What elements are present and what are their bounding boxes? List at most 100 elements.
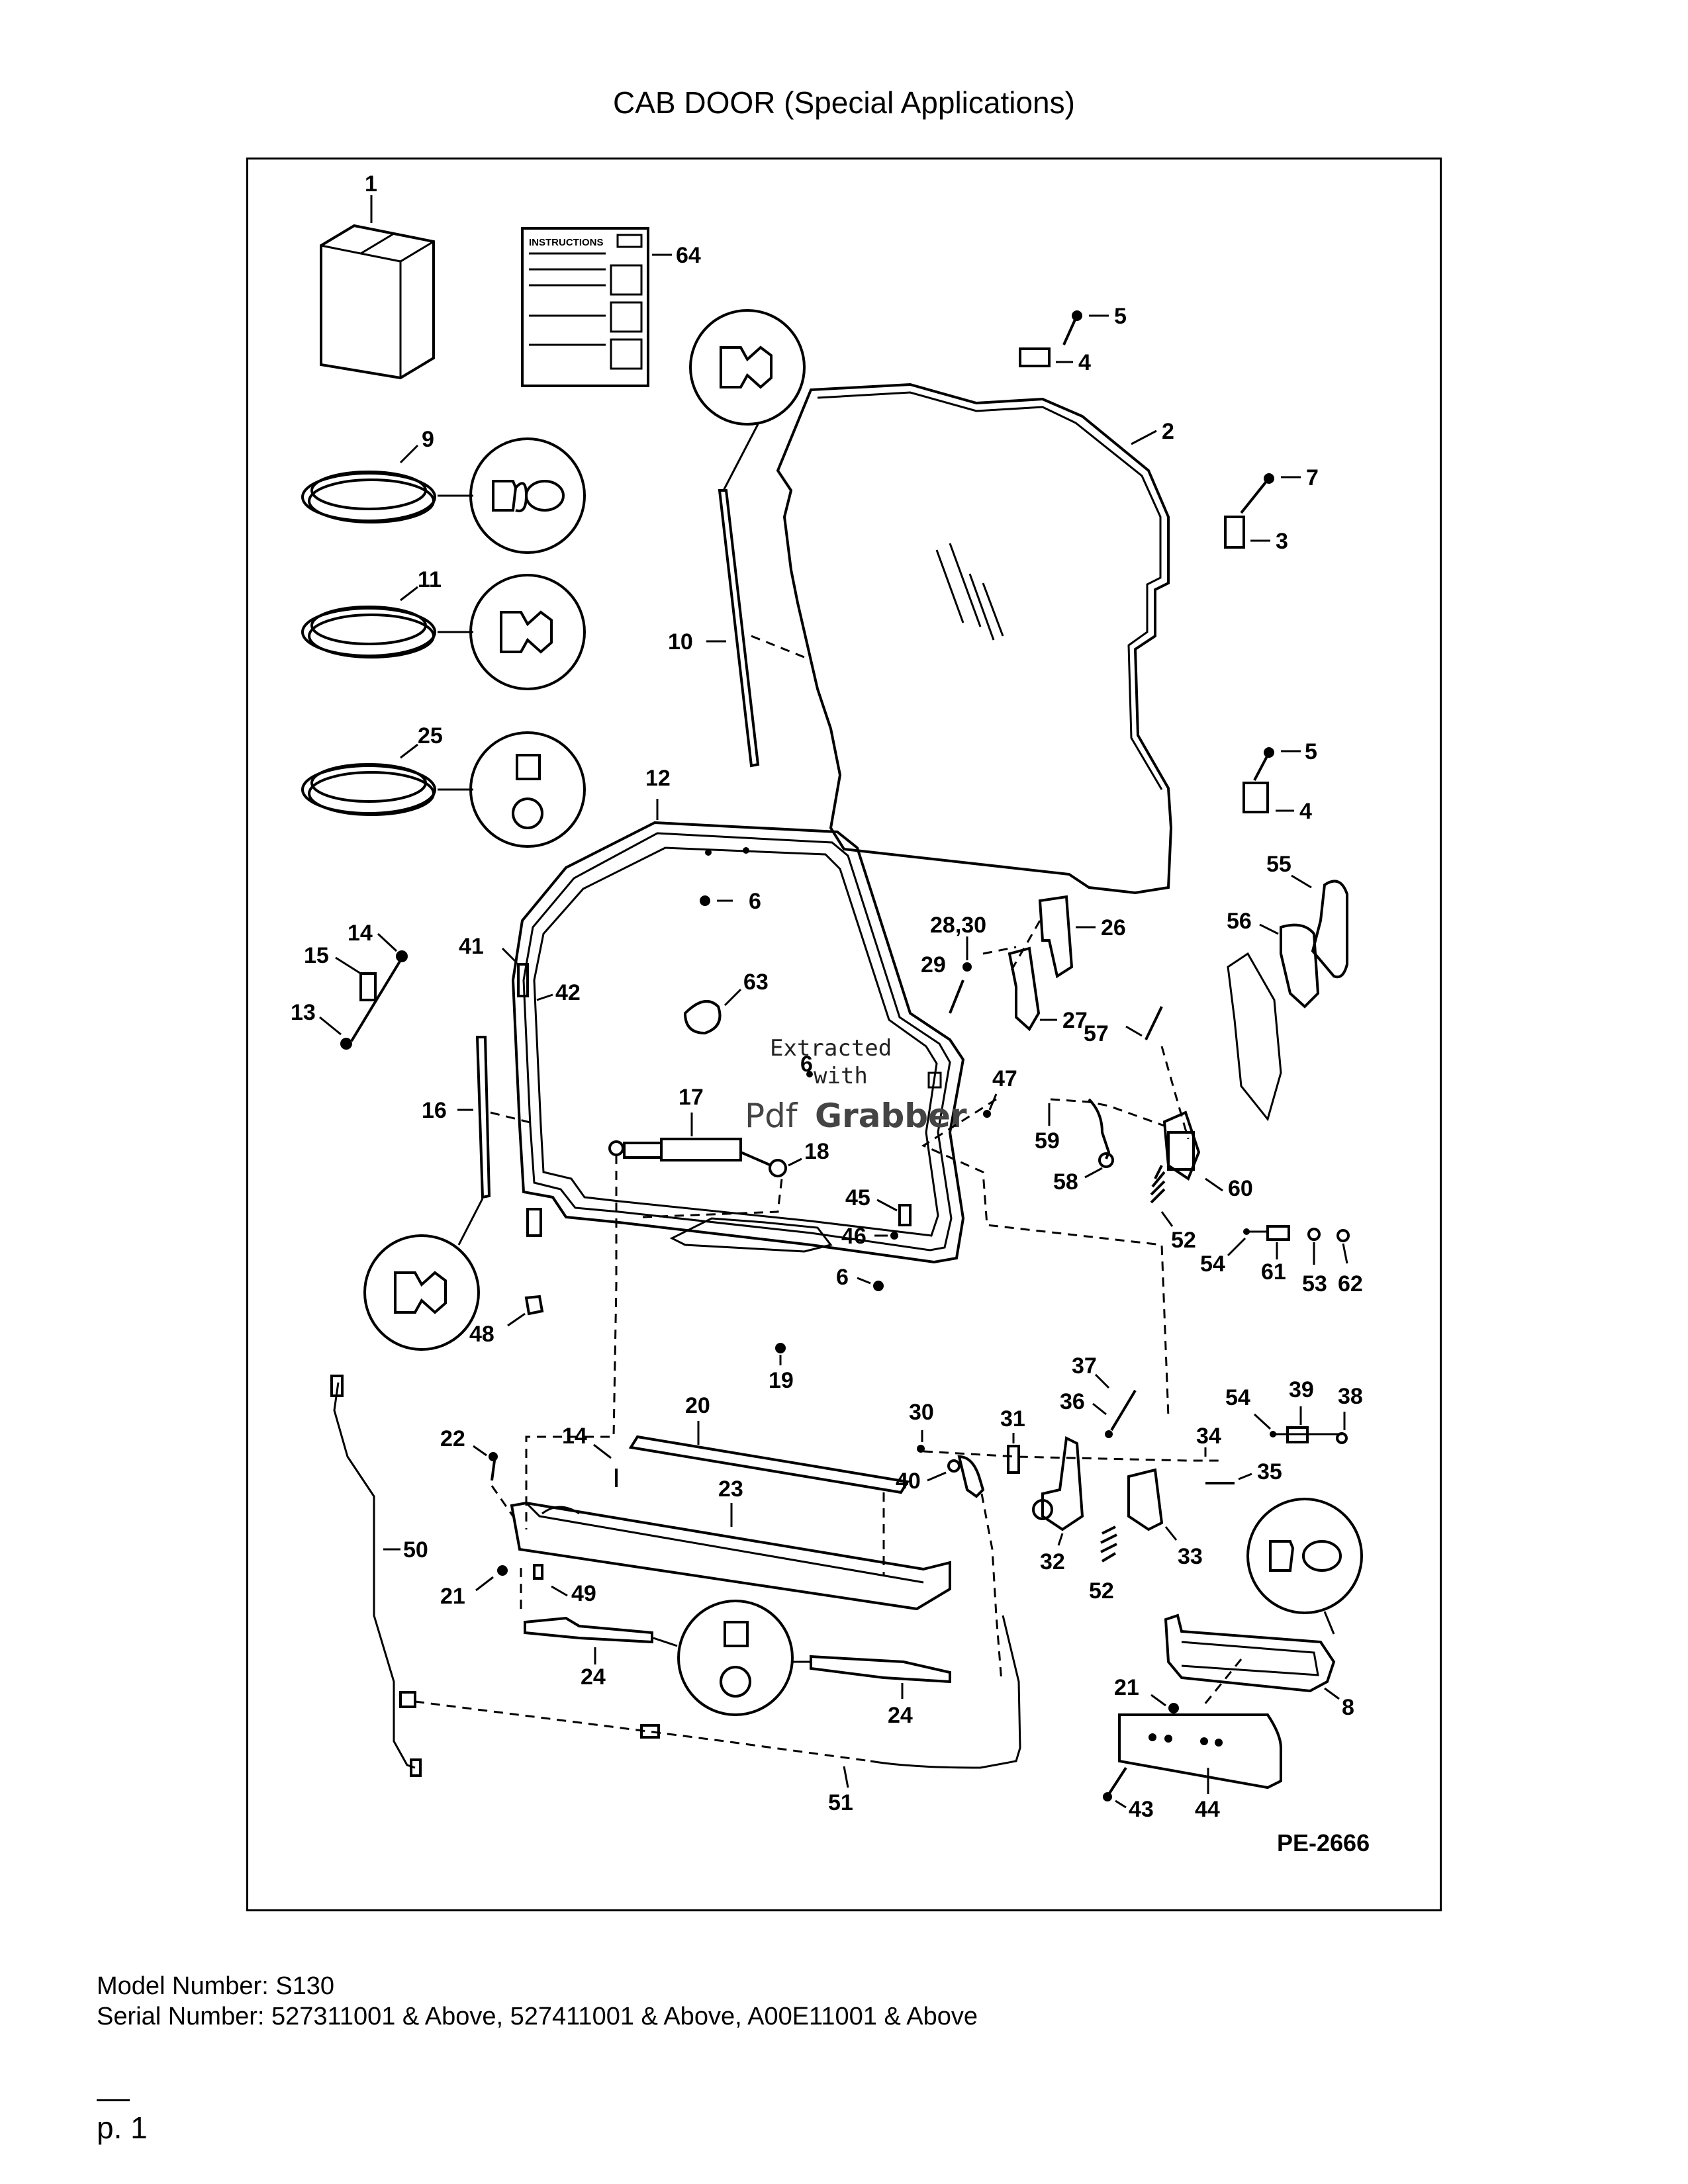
serial-number: Serial Number: 527311001 & Above, 527411… — [97, 2003, 978, 2030]
callout-46: 46 — [841, 1224, 867, 1249]
callout-7: 7 — [1306, 465, 1319, 490]
callout-64: 64 — [676, 243, 701, 268]
watermark-line2: with — [814, 1063, 868, 1089]
callout-15: 15 — [304, 943, 329, 968]
kit-box-icon — [320, 224, 435, 380]
callout-48: 48 — [469, 1322, 494, 1347]
callout-54b: 54 — [1225, 1385, 1250, 1410]
callout-27: 27 — [1062, 1008, 1088, 1033]
callout-19: 19 — [769, 1368, 794, 1393]
strip-icon — [718, 489, 760, 768]
callout-14a: 14 — [348, 921, 373, 946]
glass-seal-icon-2 — [1246, 1498, 1363, 1614]
callout-62: 62 — [1338, 1271, 1363, 1297]
reference-code: PE-2666 — [1277, 1829, 1370, 1856]
callout-5a: 5 — [1114, 304, 1127, 329]
callout-4a: 4 — [1078, 350, 1091, 375]
callout-32: 32 — [1040, 1549, 1065, 1574]
callout-35: 35 — [1257, 1459, 1282, 1484]
callout-5b: 5 — [1305, 739, 1317, 764]
callout-54a: 54 — [1200, 1251, 1225, 1277]
callout-31: 31 — [1000, 1406, 1025, 1432]
trim-bar-icon — [628, 1435, 910, 1494]
callout-12: 12 — [645, 766, 671, 791]
callout-45: 45 — [845, 1185, 870, 1210]
callout-23: 23 — [718, 1477, 743, 1502]
callout-58: 58 — [1053, 1169, 1078, 1195]
callout-44: 44 — [1195, 1797, 1220, 1822]
lower-panel-icon — [510, 1501, 951, 1611]
callout-61: 61 — [1261, 1259, 1286, 1285]
callout-9: 9 — [422, 427, 434, 452]
callout-17: 17 — [679, 1085, 704, 1110]
instructions-label: INSTRUCTIONS — [529, 237, 604, 248]
window-seal-icon-2 — [469, 574, 586, 690]
callout-29: 29 — [921, 952, 946, 978]
callout-28-30: 28,30 — [930, 913, 986, 938]
callout-60: 60 — [1228, 1176, 1253, 1201]
seal-strip-icon — [469, 731, 586, 848]
page-rule — [97, 2099, 130, 2101]
callout-4b: 4 — [1299, 799, 1312, 824]
callout-1: 1 — [365, 171, 377, 197]
callout-2: 2 — [1162, 419, 1174, 444]
callout-13: 13 — [291, 1000, 316, 1025]
gas-strut-icon — [608, 1138, 772, 1167]
callout-36: 36 — [1060, 1389, 1085, 1414]
callout-20: 20 — [685, 1393, 710, 1418]
instructions-sheet-icon: INSTRUCTIONS — [521, 227, 649, 387]
callout-56: 56 — [1227, 909, 1252, 934]
door-glass-icon — [776, 383, 1173, 895]
seal-strip-icon-3 — [677, 1600, 794, 1716]
model-number: Model Number: S130 — [97, 1972, 335, 2000]
handle-grip-icon — [1311, 880, 1348, 979]
callout-43: 43 — [1129, 1797, 1154, 1822]
page-number: p. 1 — [97, 2111, 148, 2145]
callout-63: 63 — [743, 970, 769, 995]
seal-strip-icon-2 — [363, 1234, 480, 1351]
callout-6c: 6 — [836, 1265, 849, 1290]
hinge-plate-icon — [1019, 347, 1051, 367]
callout-8: 8 — [1342, 1695, 1354, 1720]
wire-harness-icon — [330, 1375, 422, 1777]
window-seal-icon — [689, 309, 806, 426]
callout-3: 3 — [1276, 529, 1288, 554]
callout-52b: 52 — [1089, 1578, 1114, 1604]
callout-6a: 6 — [749, 889, 761, 914]
callout-24a: 24 — [581, 1664, 606, 1690]
callout-14b: 14 — [562, 1424, 587, 1449]
callout-25: 25 — [418, 723, 443, 749]
door-frame-icon — [511, 821, 965, 1264]
callout-57: 57 — [1084, 1021, 1109, 1046]
callout-11: 11 — [418, 567, 442, 592]
callout-30: 30 — [909, 1400, 934, 1425]
latch-bracket-icon — [1038, 895, 1074, 979]
callout-26: 26 — [1101, 915, 1126, 940]
glass-seal-icon — [469, 437, 586, 554]
callout-6b: 6 — [800, 1052, 813, 1077]
bumper-icon — [1164, 1614, 1336, 1693]
callout-24b: 24 — [888, 1703, 913, 1728]
callout-42: 42 — [555, 980, 581, 1005]
watermark-brand-a: Pdf — [745, 1097, 798, 1135]
callout-33: 33 — [1178, 1544, 1203, 1569]
page-title: CAB DOOR (Special Applications) — [613, 85, 1075, 120]
callout-51: 51 — [828, 1790, 853, 1815]
callout-37: 37 — [1072, 1353, 1097, 1379]
callout-53: 53 — [1302, 1271, 1327, 1297]
lower-latch-icon — [1041, 1435, 1084, 1531]
parts-diagram-frame: 1 INSTRUCTIONS 64 5 4 2 10 — [246, 158, 1442, 1911]
latch-icon — [1088, 1098, 1201, 1204]
callout-10: 10 — [668, 629, 693, 655]
watermark-brand-b: Grabber — [815, 1097, 967, 1135]
callout-22: 22 — [440, 1426, 465, 1451]
callout-50: 50 — [403, 1537, 428, 1563]
exploded-parts-diagram: 1 INSTRUCTIONS 64 5 4 2 10 — [291, 171, 1370, 1856]
callout-55: 55 — [1266, 852, 1291, 877]
callout-47: 47 — [992, 1066, 1017, 1091]
callout-21b: 21 — [1114, 1675, 1139, 1700]
callout-41: 41 — [459, 934, 484, 959]
callout-38: 38 — [1338, 1384, 1363, 1409]
callout-18: 18 — [804, 1139, 829, 1164]
watermark-line1: Extracted — [770, 1035, 892, 1062]
